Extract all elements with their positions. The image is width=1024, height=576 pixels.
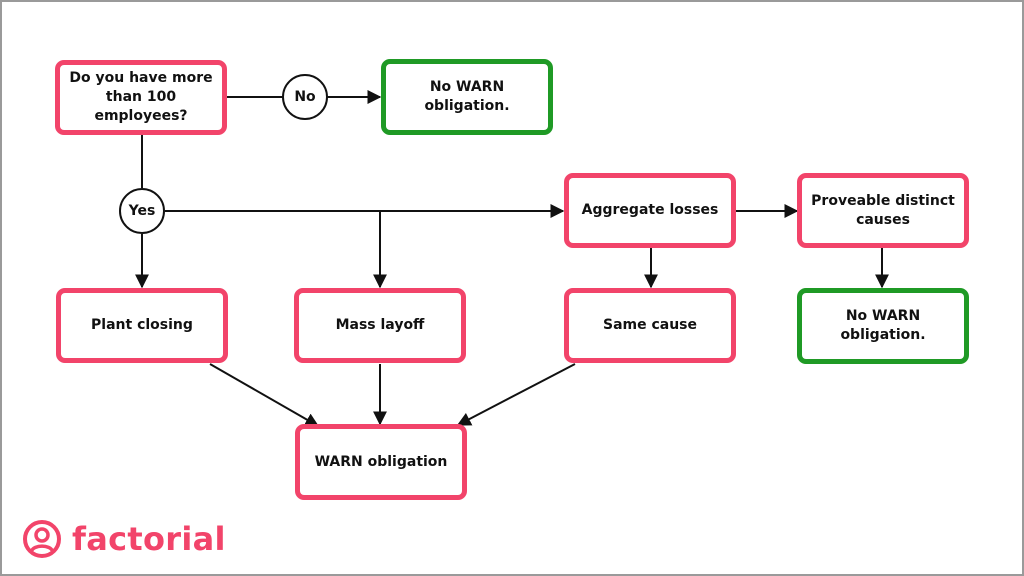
no-warn-top-text: No WARN obligation. (424, 79, 510, 114)
decision-no: No (282, 74, 328, 120)
brand-name: factorial (72, 520, 226, 558)
decision-no-label: No (294, 89, 316, 105)
no-warn-top-node: No WARN obligation. (381, 59, 553, 135)
no-warn-right-node: No WARN obligation. (797, 288, 969, 364)
warn-obligation-node: WARN obligation (295, 424, 467, 500)
question-node: Do you have more than 100 employees? (55, 60, 227, 135)
distinct-causes-text: Proveable distinct causes (811, 192, 955, 228)
same-cause-node: Same cause (564, 288, 736, 363)
edge-plant-to-warn (209, 363, 320, 427)
mass-layoff-node: Mass layoff (294, 288, 466, 363)
plant-closing-text: Plant closing (91, 317, 193, 333)
edge-same-to-warn (456, 363, 576, 426)
decision-yes: Yes (119, 188, 165, 234)
same-cause-text: Same cause (602, 317, 698, 333)
no-warn-right-text: No WARN obligation. (840, 308, 926, 343)
factorial-logo: factorial (22, 516, 226, 562)
warn-obligation-text: WARN obligation (314, 453, 448, 470)
mass-layoff-text: Mass layoff (335, 317, 425, 333)
decision-yes-label: Yes (128, 203, 156, 219)
aggregate-losses-node: Aggregate losses (564, 173, 736, 248)
plant-closing-node: Plant closing (56, 288, 228, 363)
question-text: Do you have more than 100 employees? (69, 70, 213, 124)
person-in-circle-icon (23, 520, 61, 558)
distinct-causes-node: Proveable distinct causes (797, 173, 969, 248)
aggregate-losses-text: Aggregate losses (581, 202, 719, 218)
